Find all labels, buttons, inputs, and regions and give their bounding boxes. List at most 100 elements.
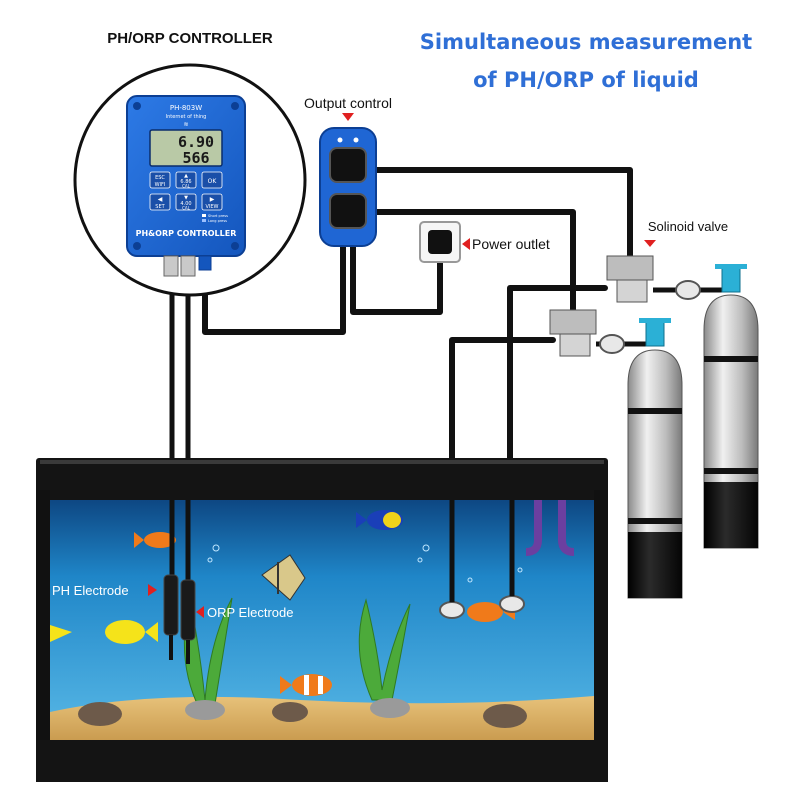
cable-controller-to-output	[202, 243, 346, 335]
view-label: VIEW	[206, 204, 219, 210]
view-button[interactable]	[201, 193, 223, 211]
orp-electrode-label: ORP Electrode	[207, 605, 293, 620]
aquarium	[36, 458, 608, 782]
output-socket-2[interactable]	[329, 193, 367, 229]
wifi-label: WIFI	[155, 182, 166, 188]
power-outlet[interactable]	[419, 221, 461, 263]
output-socket-1-led	[337, 137, 343, 143]
cylinder-back-handle	[715, 264, 747, 269]
ph-electrode-probe	[163, 574, 179, 636]
controller-caption: PH/ORP CONTROLLER	[107, 30, 273, 47]
lcd-reading-ph: 6.90	[178, 133, 214, 151]
output-control-label: Output control	[304, 95, 392, 111]
output-control-device[interactable]	[319, 127, 377, 247]
aquarium-glass	[48, 490, 596, 738]
gas-cylinder-front	[627, 318, 683, 599]
aquarium-left-frame	[36, 490, 50, 748]
heading-line2: of PH/ORP of liquid	[473, 68, 699, 92]
fish-angelfish	[261, 554, 306, 601]
solenoid-valve-lower[interactable]	[549, 309, 597, 357]
cable-gland-left	[163, 255, 179, 277]
ph-electrode-marker-icon	[148, 584, 157, 596]
set-button[interactable]	[149, 193, 171, 211]
down-cal-value: 4.00	[180, 201, 191, 207]
down-arrow-icon: ▼	[184, 195, 188, 201]
power-outlet-plug	[428, 230, 452, 254]
hose-upper-valve	[507, 285, 608, 473]
down-cal-button[interactable]	[175, 193, 197, 211]
short-press-swatch	[202, 214, 206, 217]
fish-yellow	[105, 620, 158, 644]
regulator-upper[interactable]	[675, 280, 701, 300]
orp-electrode-probe	[180, 579, 196, 641]
hose-lower-valve	[449, 337, 556, 473]
aquarium-lid-highlight	[40, 460, 604, 464]
long-press-swatch	[202, 219, 206, 222]
controller-screw-bl	[133, 242, 141, 250]
up-cal-button[interactable]	[175, 171, 197, 189]
fish-orange-top	[134, 532, 176, 548]
rock-4	[370, 698, 410, 718]
orp-electrode-marker-icon	[196, 606, 204, 618]
bubbles	[207, 544, 523, 583]
solenoid-valve-label: Solinoid valve	[648, 219, 728, 234]
ok-label: OK	[208, 178, 218, 185]
power-outlet-label: Power outlet	[472, 236, 550, 252]
short-press-label: Short press	[208, 214, 228, 218]
solenoid-valve-upper-coil	[606, 255, 654, 281]
cable-output-to-valve-upper	[365, 167, 633, 261]
electrode-cables-in-water	[169, 500, 191, 580]
gas-cylinder-back	[703, 264, 759, 549]
solenoid-valve-lower-base	[559, 333, 591, 357]
air-diffuser-left	[439, 601, 465, 619]
cylinder-front-valve	[645, 321, 665, 347]
fish-blue-top	[356, 510, 403, 530]
ph-orp-controller[interactable]: PH-803W Internet of thing ≋ 6.90 566 ESC…	[126, 95, 246, 277]
air-diffuser-right	[499, 595, 525, 613]
esc-label: ESC	[155, 175, 165, 181]
controller-panel-label: PH&ORP CONTROLLER	[136, 229, 237, 238]
right-arrow-icon: ▶	[210, 196, 215, 203]
fish-clownfish	[280, 674, 332, 696]
up-arrow-icon: ▲	[184, 173, 188, 179]
output-socket-1[interactable]	[329, 147, 367, 183]
controller-lcd	[149, 129, 223, 167]
purple-pipe-right	[558, 500, 575, 556]
controller-model: PH-803W	[170, 104, 202, 112]
wifi-icon: ≋	[183, 121, 188, 128]
cylinder-back-band-top	[704, 356, 758, 362]
rock-5	[483, 704, 527, 728]
solenoid-valve-upper[interactable]	[606, 255, 654, 303]
lcd-reading-orp: 566	[182, 149, 209, 167]
cables	[169, 167, 633, 583]
controller-screw-tl	[133, 102, 141, 110]
plant-middle	[358, 598, 411, 701]
hoses-in-water	[449, 500, 515, 602]
rock-3	[272, 702, 308, 722]
cylinder-back-band-mid	[704, 468, 758, 474]
up-cal-value: 6.86	[180, 179, 191, 185]
fish-yellow-edge	[50, 625, 72, 642]
cable-gland-right	[198, 255, 212, 271]
output-socket-2-led	[353, 137, 359, 143]
cylinder-back-valve	[721, 267, 741, 293]
aquarium-lid	[36, 458, 608, 500]
esc-wifi-button[interactable]	[149, 171, 171, 189]
controller-screw-tr	[231, 102, 239, 110]
controller-screw-br	[231, 242, 239, 250]
power-outlet-marker-icon	[462, 238, 470, 250]
cable-gland-mid	[180, 255, 196, 277]
ok-button[interactable]	[201, 171, 223, 189]
cylinder-back-base	[704, 482, 758, 548]
rock-2	[185, 700, 225, 720]
up-cal-label: CAL	[182, 184, 191, 189]
solenoid-valve-lower-coil	[549, 309, 597, 335]
rock-1	[78, 702, 122, 726]
regulator-lower[interactable]	[599, 334, 625, 354]
long-press-label: Long press	[208, 219, 227, 223]
cable-output-to-valve-lower	[365, 209, 576, 315]
set-label: SET	[155, 204, 165, 210]
ph-electrode-label: PH Electrode	[52, 583, 129, 598]
cable-output-to-outlet	[350, 243, 443, 315]
